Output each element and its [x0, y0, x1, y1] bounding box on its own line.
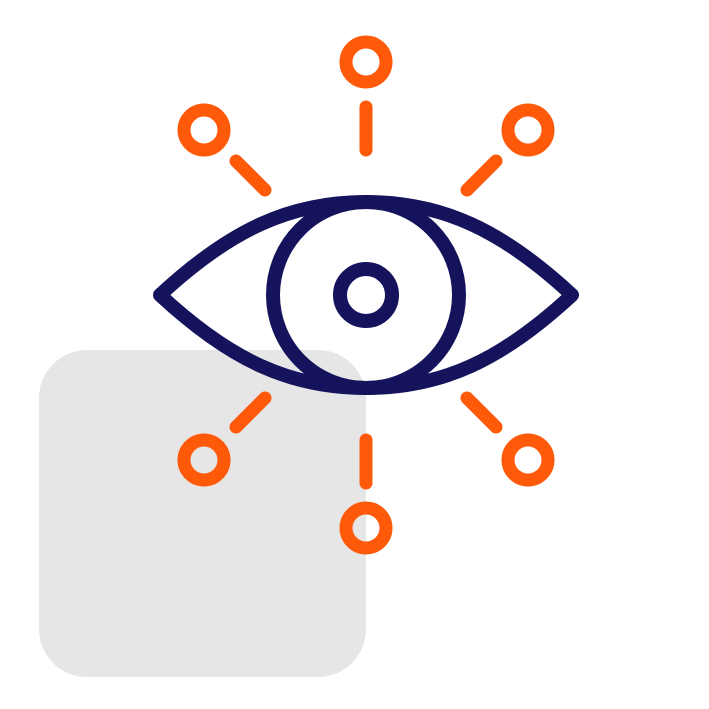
- ray-bottom-right-node: [501, 433, 555, 487]
- background-square: [39, 350, 366, 677]
- ray-bottom-node: [339, 501, 393, 555]
- ray-bottom-left-line: [229, 391, 272, 434]
- ray-bottom-left-node: [177, 433, 231, 487]
- ray-top-right-node: [501, 103, 555, 157]
- ray-top-left-line: [229, 154, 272, 197]
- iris-ring: [266, 195, 466, 395]
- eye-outline: [153, 195, 579, 395]
- ray-top-node: [339, 35, 393, 89]
- ray-top-left-node: [177, 103, 231, 157]
- ray-bottom-right-line: [460, 391, 503, 434]
- pupil-ring: [333, 262, 399, 328]
- ray-top-right-line: [460, 154, 503, 197]
- rays-group: [177, 35, 555, 555]
- eye-group: [153, 195, 579, 395]
